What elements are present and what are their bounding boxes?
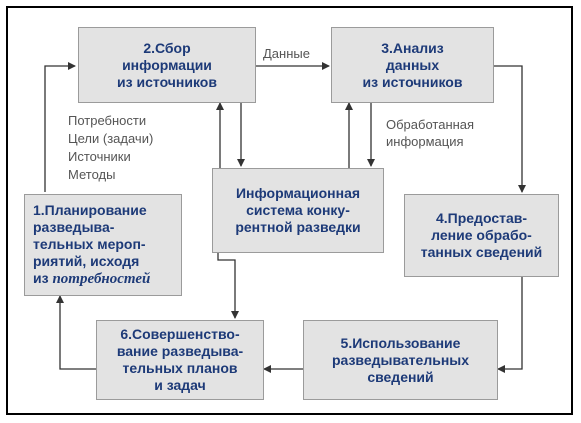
box-planning-line-5: из потребностей [33, 270, 150, 288]
label-processed-line-1: Обработанная [386, 117, 475, 132]
process-diagram: 2.Сбор информации из источников 3.Анализ… [6, 6, 573, 415]
label-needs-list: Потребности Цели (задачи) Источники Мето… [68, 112, 153, 184]
box-improve-line-4: и задач [154, 377, 206, 393]
box-analyze-line-2: данных [385, 56, 440, 73]
box-provide-line-2: ление обрабо- [431, 227, 532, 243]
box-use-line-3: сведений [367, 368, 434, 385]
label-processed-line-2: информация [386, 134, 464, 149]
box-use-line-1: 5.Использование [340, 334, 461, 351]
box-analyze-line-1: 3.Анализ [381, 39, 444, 56]
box-infosys-line-1: Информационная [235, 185, 361, 201]
box-planning: 1.Планирование разведыва- тельных мероп-… [24, 194, 182, 296]
label-needs-line-1: Потребности [68, 113, 147, 128]
box-planning-line-1: 1.Планирование [33, 202, 147, 218]
label-data: Данные [263, 46, 310, 61]
arrow-infosys-to-improve [217, 253, 239, 319]
box-provide-line-3: танных сведений [420, 244, 543, 260]
arrow-provide-to-use [497, 277, 523, 373]
box-improve-line-1: 6.Совершенство- [120, 326, 240, 342]
box-collect-line-3: из источников [117, 73, 217, 90]
label-processed-info: Обработанная информация [386, 116, 474, 150]
box-use-info: 5.Использование разведывательных сведени… [303, 320, 498, 400]
box-improve-line-3: тельных планов [122, 360, 238, 376]
box-provide-line-1: 4.Предостав- [435, 210, 528, 226]
box-collect-info: 2.Сбор информации из источников [78, 27, 256, 103]
box-infosys-line-3: рентной разведки [235, 219, 361, 235]
box-improve-line-2: вание разведыва- [116, 343, 244, 359]
label-needs-line-3: Источники [68, 149, 131, 164]
arrow-analyze-to-provide [494, 65, 526, 193]
arrow-improve-to-planning [56, 295, 96, 370]
box-collect-line-1: 2.Сбор [143, 39, 191, 56]
arrows-layer [44, 62, 526, 373]
box-collect-line-2: информации [122, 56, 212, 73]
box-planning-line-3: тельных мероп- [33, 236, 146, 252]
box-use-line-2: разведывательных [331, 351, 470, 368]
box-info-system: Информационная система конку- рентной ра… [212, 168, 384, 253]
box-planning-last-prefix: из [33, 270, 53, 286]
box-planning-line-2: разведыва- [33, 219, 115, 235]
box-planning-line-4: риятий, исходя [33, 253, 140, 269]
box-improve-plans: 6.Совершенство- вание разведыва- тельных… [96, 320, 264, 400]
label-needs-line-4: Методы [68, 167, 116, 182]
box-provide-info: 4.Предостав- ление обрабо- танных сведен… [404, 194, 559, 277]
box-analyze-line-3: из источников [362, 73, 463, 90]
arrow-planning-to-collect [44, 62, 76, 192]
label-needs-line-2: Цели (задачи) [68, 131, 154, 146]
box-infosys-line-2: система конку- [246, 202, 350, 218]
box-analyze-data: 3.Анализ данных из источников [331, 27, 494, 103]
box-planning-last-italic: потребностей [52, 271, 151, 287]
